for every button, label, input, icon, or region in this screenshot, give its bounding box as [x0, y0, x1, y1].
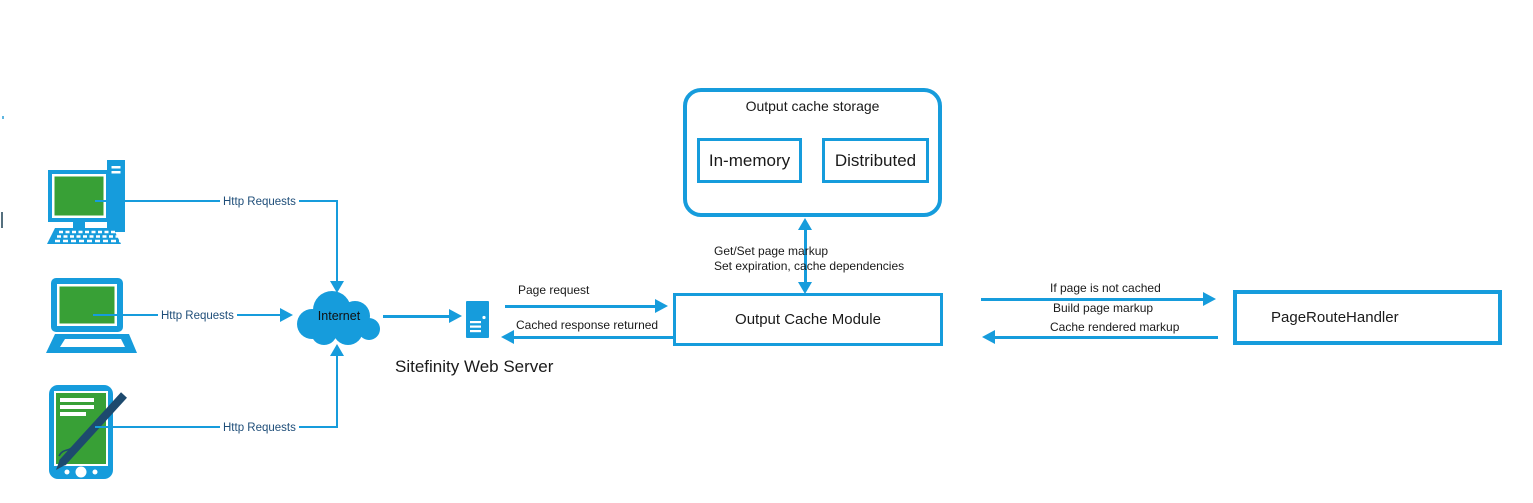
edge-artifact-tick — [1, 212, 3, 228]
cache-rendered-label: Cache rendered markup — [1050, 320, 1180, 334]
arrowhead-into-server — [449, 309, 462, 323]
cached-response-line — [514, 336, 673, 339]
output-cache-module-box: Output Cache Module — [673, 293, 943, 346]
server-icon — [466, 301, 489, 338]
arrowhead-into-storage — [798, 218, 812, 230]
module-to-handler-line — [981, 298, 1204, 301]
distributed-box: Distributed — [822, 138, 929, 183]
desktop-computer-icon — [47, 160, 125, 244]
cached-response-label: Cached response returned — [516, 318, 659, 332]
page-request-label: Page request — [518, 283, 590, 297]
edge-artifact-dot — [2, 116, 4, 119]
internet-to-server-line — [383, 315, 449, 318]
laptop-icon — [46, 278, 137, 353]
page-request-line — [505, 305, 656, 308]
if-not-cached-label: If page is not cached — [1050, 281, 1161, 295]
arrowhead-into-internet-bottom — [330, 344, 344, 356]
web-server-caption: Sitefinity Web Server — [395, 357, 554, 376]
arrowhead-into-handler — [1203, 292, 1216, 306]
output-cache-storage-title: Output cache storage — [745, 98, 880, 114]
in-memory-box: In-memory — [697, 138, 802, 183]
desktop-to-internet-line-vertical — [336, 200, 338, 282]
page-route-handler-box: PageRouteHandler — [1233, 290, 1502, 345]
build-markup-label: Build page markup — [1053, 301, 1154, 315]
http-requests-label-tablet: Http Requests — [220, 421, 299, 435]
tablet-to-internet-line-vertical — [336, 356, 338, 428]
arrowhead-into-module-left — [655, 299, 668, 313]
arrowhead-into-internet-top — [330, 281, 344, 293]
tablet-to-internet-line — [95, 426, 338, 428]
storage-module-line — [804, 228, 807, 284]
arrowhead-into-internet-left — [280, 308, 293, 322]
handler-to-module-line — [995, 336, 1218, 339]
internet-cloud-icon — [297, 291, 380, 345]
internet-label: Internet — [317, 309, 361, 323]
arrowhead-into-module-top — [798, 282, 812, 294]
http-requests-label-laptop: Http Requests — [158, 309, 237, 323]
get-set-markup-label: Get/Set page markup — [714, 244, 829, 258]
arrowhead-toward-module — [982, 330, 995, 344]
desktop-to-internet-line — [95, 200, 338, 202]
tablet-icon — [49, 385, 127, 479]
set-expiration-label: Set expiration, cache dependencies — [714, 259, 905, 273]
http-requests-label-desktop: Http Requests — [220, 195, 299, 209]
arrowhead-toward-server — [501, 330, 514, 344]
